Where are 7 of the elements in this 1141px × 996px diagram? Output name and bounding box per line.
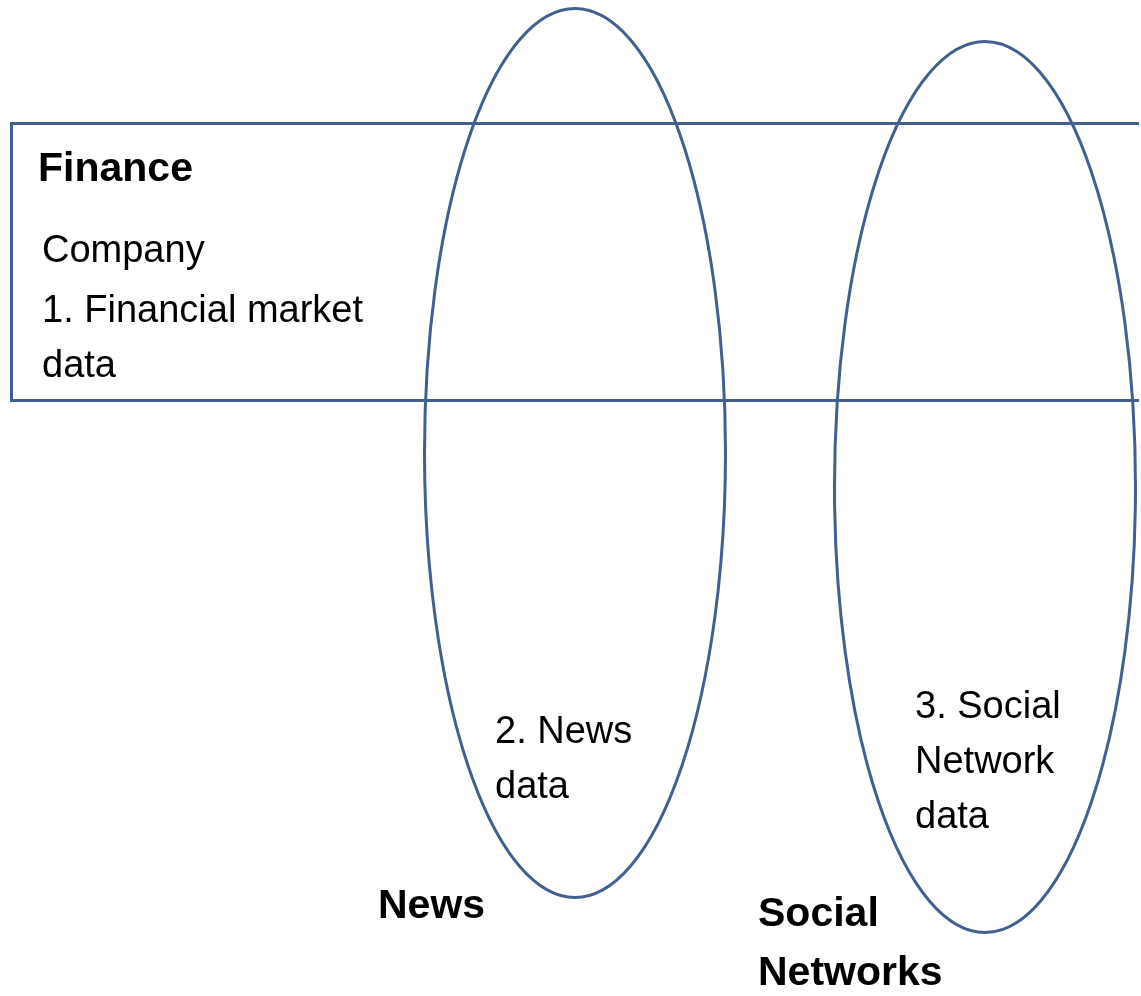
data-label: Company [42, 227, 206, 272]
category-heading: News [378, 880, 487, 929]
data-label: 2. News data [495, 708, 634, 809]
data-label: 3. Social Network data [915, 683, 1062, 839]
data-label: 1. Financial market data [42, 287, 364, 388]
category-heading: Social Networks [758, 888, 944, 996]
category-heading: Finance [38, 143, 194, 192]
